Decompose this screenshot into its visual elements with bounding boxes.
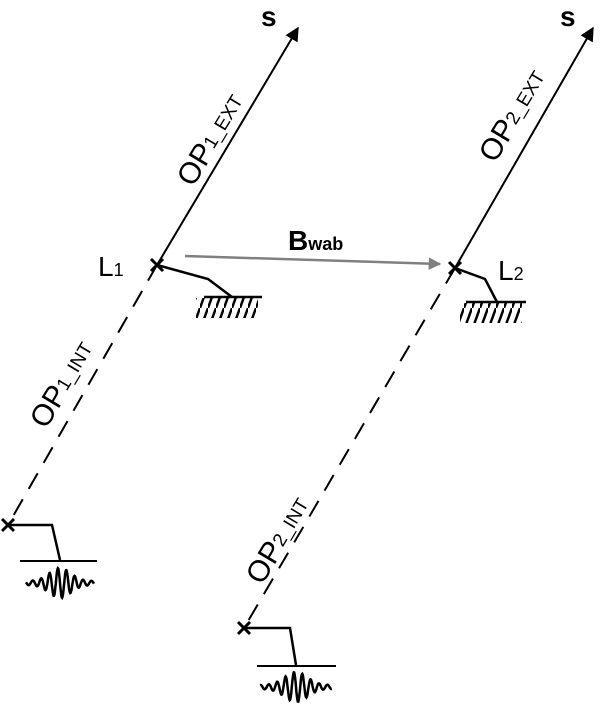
waveform-icon: [259, 670, 333, 704]
op1-int-link: [8, 523, 62, 561]
l1-ground-link: [156, 263, 233, 298]
op1-ext-axis: [156, 26, 299, 266]
op2-int-label: OP2_INT: [240, 491, 317, 590]
s-label-left: s: [261, 1, 277, 32]
s-label-right: s: [560, 1, 576, 32]
op2-int-link: [244, 626, 298, 666]
baseline-arrow: [184, 254, 442, 270]
baseline-label: Bwab: [288, 225, 343, 256]
l2-ground-hatch-icon: [460, 300, 526, 323]
l2-ground-link: [454, 266, 499, 303]
op2-ext-axis: [454, 26, 594, 269]
op1-int-dashed-line: [7, 264, 158, 526]
op2-int-dashed-line: [243, 267, 456, 629]
l1-label: L1: [98, 251, 124, 282]
op2-ext-label: OP2_EXT: [473, 63, 554, 167]
waveform-icon: [24, 565, 96, 601]
l2-label: L2: [498, 255, 524, 286]
l1-ground-hatch-icon: [196, 295, 262, 318]
